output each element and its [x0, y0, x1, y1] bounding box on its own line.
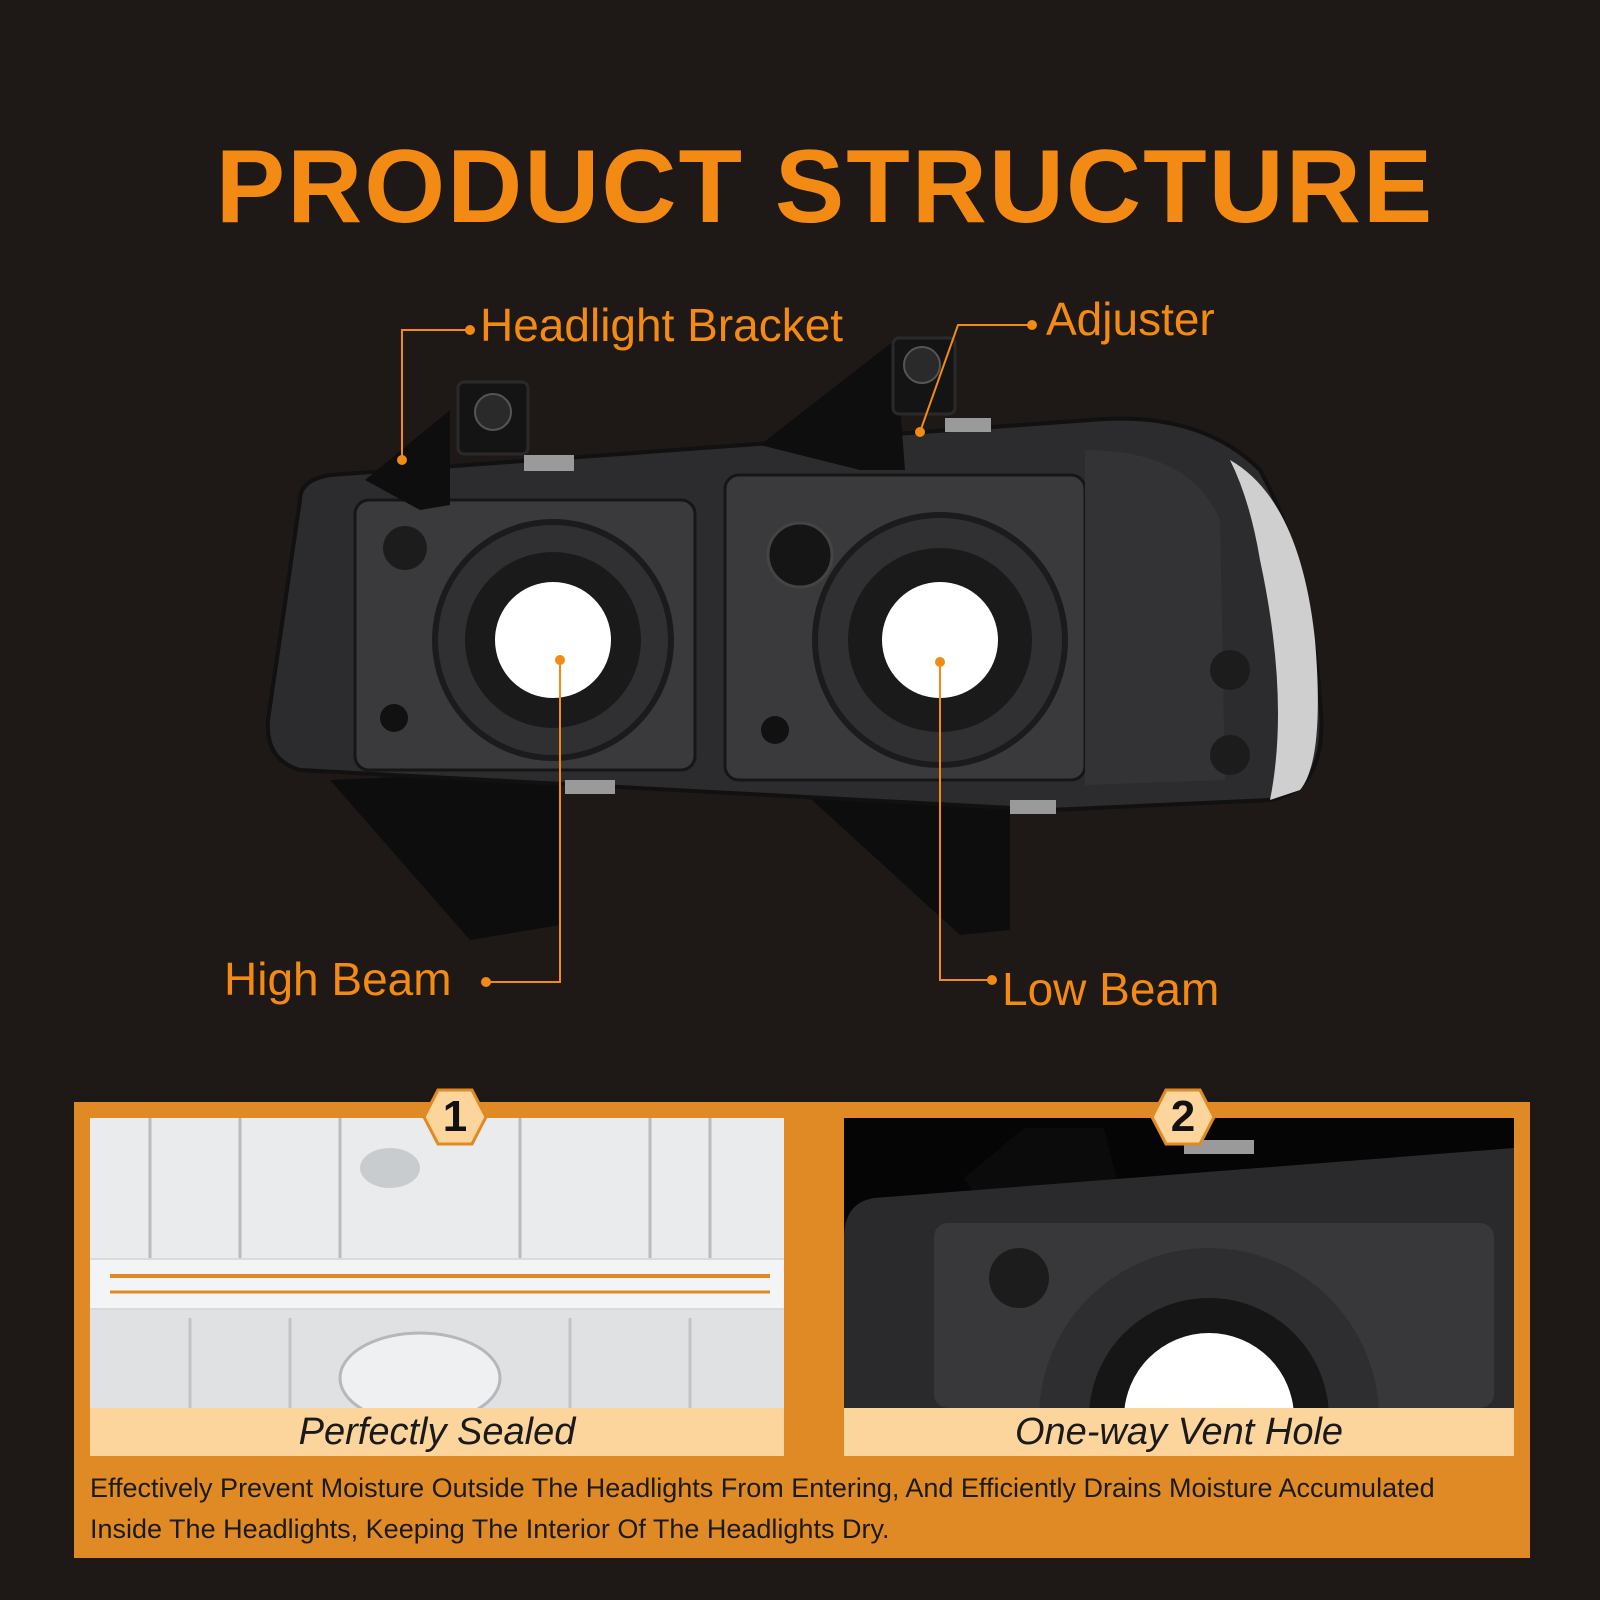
- high-beam-leader: [486, 660, 561, 983]
- feature-description: Effectively Prevent Moisture Outside The…: [90, 1473, 1435, 1544]
- vent-hole-photo: [844, 1118, 1514, 1408]
- bulb-socket: [766, 521, 834, 589]
- housing-side-wall: [1085, 450, 1225, 785]
- feature-number-2: 2: [1170, 1092, 1196, 1141]
- vent-cap: [1210, 735, 1250, 775]
- feature-number-1: 1: [442, 1092, 468, 1141]
- callout-dot: [481, 977, 491, 987]
- top-bracket-left: [365, 410, 450, 510]
- bracket-leader: [401, 329, 470, 460]
- headlight-illustration: [265, 320, 1324, 987]
- sealed-lens-photo: [90, 1118, 784, 1408]
- callout-high-beam: High Beam: [224, 953, 452, 1005]
- callout-dot: [935, 657, 945, 667]
- feature-panel: Perfectly Sealed One-way Vent Hole 1 2 E…: [74, 1088, 1530, 1558]
- clip: [945, 418, 991, 432]
- high-beam-bulb: [495, 582, 611, 698]
- callout-dot: [915, 427, 925, 437]
- callout-dot: [555, 655, 565, 665]
- callout-low-beam: Low Beam: [1002, 963, 1220, 1015]
- page-title: PRODUCT STRUCTURE: [215, 129, 1435, 245]
- vent-cap: [383, 526, 427, 570]
- clip: [1010, 800, 1056, 814]
- callout-dot: [465, 325, 475, 335]
- vent-cap: [1210, 650, 1250, 690]
- clip: [524, 455, 574, 471]
- callout-headlight-bracket: Headlight Bracket: [480, 299, 844, 351]
- callout-adjuster: Adjuster: [1046, 293, 1215, 345]
- side-marker-lens: [1230, 460, 1318, 800]
- adjuster-leader: [919, 324, 1032, 433]
- feature-number-badge: 1: [422, 1088, 488, 1146]
- low-beam-leader: [939, 662, 992, 981]
- caption-perfectly-sealed: Perfectly Sealed: [90, 1408, 784, 1456]
- feature-number-badge: 2: [1150, 1088, 1216, 1146]
- lower-bracket-left: [330, 770, 560, 940]
- clip: [565, 780, 615, 794]
- callout-dot: [397, 455, 407, 465]
- caption-vent-hole: One-way Vent Hole: [844, 1408, 1514, 1456]
- callout-lines: [401, 324, 1032, 983]
- lower-bracket-right: [790, 770, 1010, 935]
- callout-dot: [987, 975, 997, 985]
- callout-dot: [1027, 320, 1037, 330]
- top-bracket-right: [760, 340, 905, 470]
- low-beam-bulb: [882, 582, 998, 698]
